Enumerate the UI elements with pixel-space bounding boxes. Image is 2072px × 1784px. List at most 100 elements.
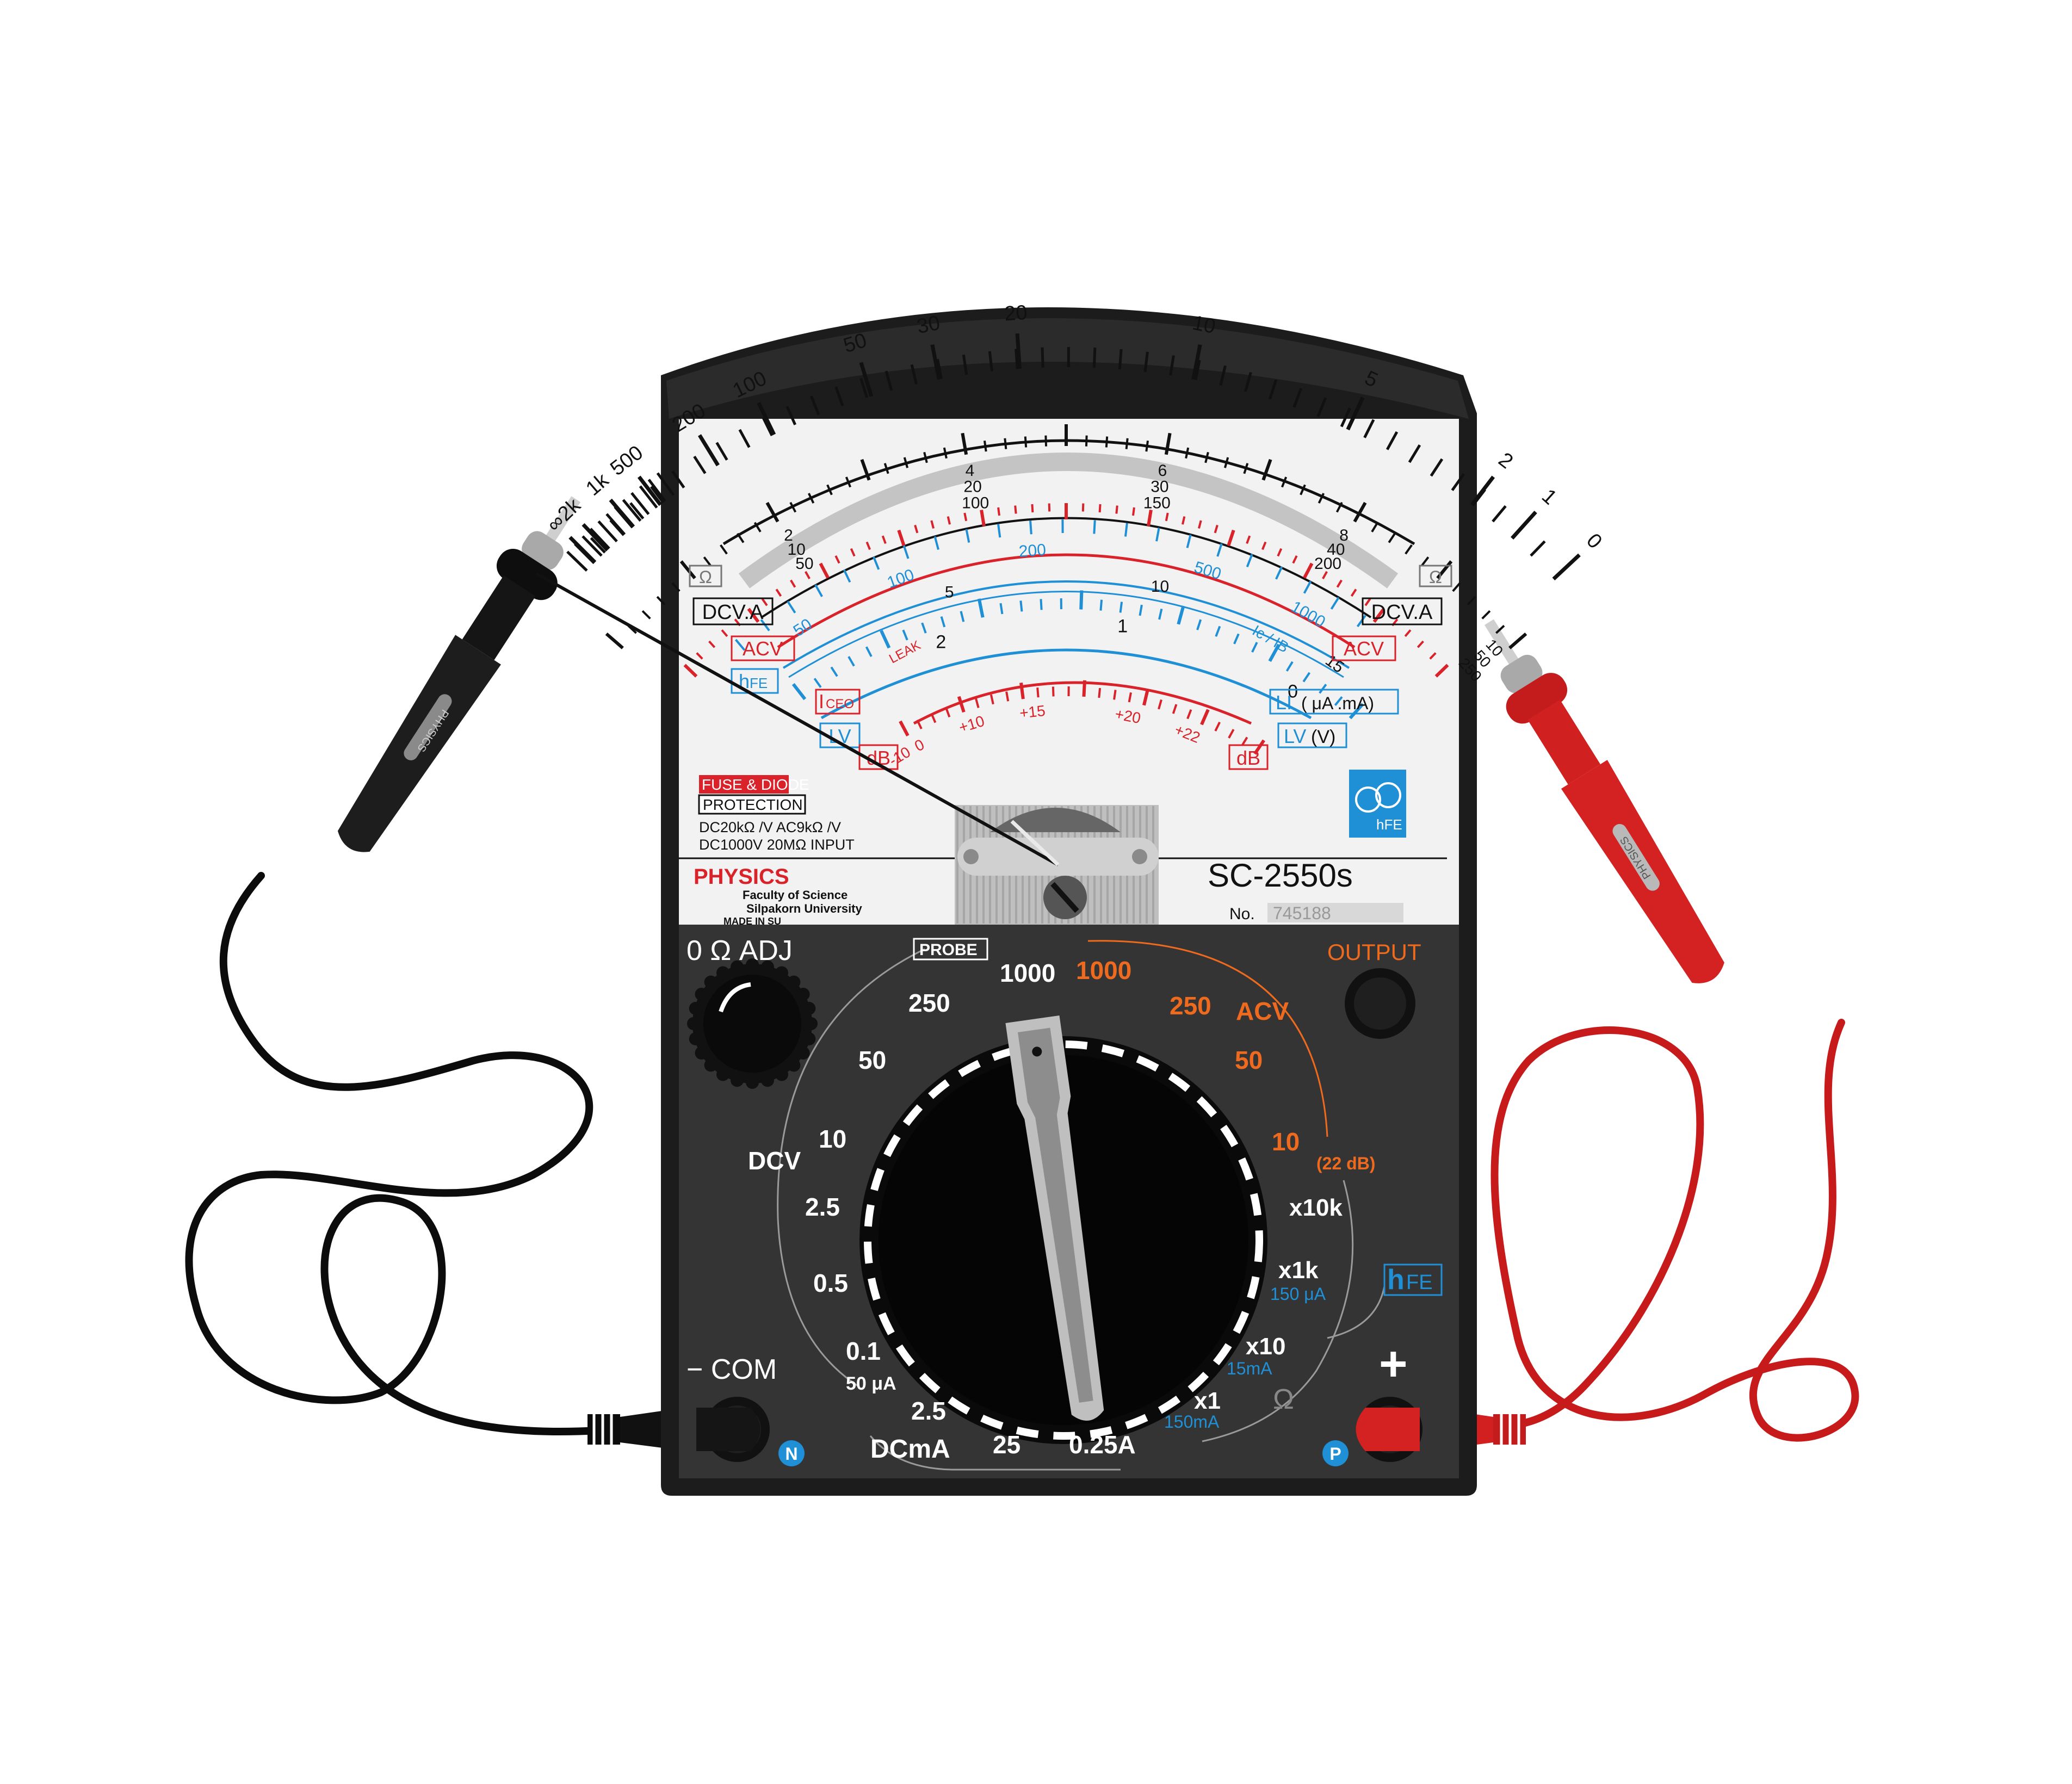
blue-tick	[735, 639, 746, 651]
acv-tick	[1303, 562, 1314, 579]
ohm-minor-tick	[834, 386, 844, 406]
ohm-dense-tick	[597, 520, 618, 543]
ohm-minor-tick	[885, 370, 893, 391]
dcv-range-0-5[interactable]: 0.5	[813, 1269, 848, 1297]
iceo-tag	[815, 689, 861, 715]
n-badge: N	[785, 1444, 797, 1464]
ohm-range-x10[interactable]: x10	[1246, 1333, 1285, 1360]
li-tick	[830, 666, 838, 677]
acv-range-labels: 1000 250 ACV 50 10 (22 dB)	[1076, 956, 1375, 1173]
ohm-minor-tick	[810, 395, 820, 416]
dcma-range-50ua[interactable]: 50 μA	[846, 1373, 896, 1394]
ohm-minor-tick	[590, 537, 606, 554]
selector-pointer[interactable]	[1005, 1015, 1116, 1424]
acv-range-50[interactable]: 50	[1235, 1046, 1263, 1074]
db-tick	[899, 720, 910, 736]
output-jack[interactable]	[1345, 968, 1415, 1039]
black-probe-label-pill	[404, 694, 452, 760]
acv-tick	[1214, 524, 1219, 534]
dcv-range-50[interactable]: 50	[858, 1046, 886, 1074]
ohm-minor-tick	[715, 442, 728, 461]
acv-range-10[interactable]: 10	[1272, 1128, 1300, 1156]
dcv-range-0-1[interactable]: 0.1	[846, 1337, 881, 1365]
hfe-range[interactable]: h FE	[1383, 1263, 1443, 1296]
output-label: OUTPUT	[1327, 939, 1421, 965]
knob-tooth	[695, 1046, 708, 1060]
range-selector-knob[interactable]	[859, 1015, 1267, 1444]
ohm-minor-tick	[1340, 407, 1351, 428]
model-name: SC-2550s	[1208, 857, 1353, 894]
meter-needle	[535, 572, 1059, 866]
knob-tooth	[689, 1002, 702, 1015]
blue-scale-ticks	[735, 519, 1366, 651]
dcv-range-250[interactable]: 250	[908, 989, 950, 1017]
dcv-range-10[interactable]: 10	[819, 1125, 846, 1153]
pivot-screw-slot	[1050, 882, 1079, 913]
acv-range-250[interactable]: 250	[1170, 992, 1211, 1020]
blue-scale-arc-inner	[788, 591, 1344, 678]
dcv-range-1000[interactable]: 1000	[1000, 959, 1055, 987]
ohm-range-arc	[1202, 1180, 1354, 1442]
acv-tick	[696, 652, 703, 660]
hfe-range-h: h	[1387, 1264, 1405, 1296]
dcv-b-label: 10	[787, 541, 805, 559]
selector-dash-ring	[864, 1040, 1263, 1440]
dcma-range-25[interactable]: 25	[993, 1430, 1020, 1459]
red-probe-finger-guard	[1506, 673, 1568, 724]
li-tick	[1099, 599, 1103, 611]
dcv-tick	[1281, 476, 1288, 488]
zero-adj-knob[interactable]	[687, 958, 818, 1089]
dcma-range-2-5[interactable]: 2.5	[911, 1397, 946, 1425]
li-tick	[940, 616, 946, 628]
dcv-tick	[1467, 596, 1476, 606]
li-tick	[880, 630, 891, 649]
red-probe-grip	[1527, 699, 1600, 785]
dcv-tick	[943, 447, 948, 459]
red-probe-label-pill	[1612, 823, 1660, 891]
com-label: − COM	[686, 1354, 777, 1385]
dcv-tick	[883, 463, 889, 474]
serial-label: No.	[1229, 905, 1255, 923]
li-scale-ticks	[791, 590, 1364, 720]
acv-tick	[1182, 516, 1186, 525]
dcv-tick	[1204, 451, 1209, 463]
dcv-tick	[1508, 632, 1527, 649]
acv-range-arc	[1087, 940, 1328, 1137]
blue-tick	[1275, 566, 1283, 580]
db-tag-right	[1228, 744, 1269, 770]
ohm-minor-tick	[1041, 347, 1044, 368]
acv-range-1000[interactable]: 1000	[1076, 956, 1131, 984]
dcv-tick	[1125, 438, 1129, 449]
li-bottom-label: 0	[1288, 681, 1298, 702]
acv-tick	[708, 640, 716, 648]
li-tick	[902, 629, 908, 641]
fuse-diode-text: FUSE & DIODE	[702, 776, 809, 793]
ohm-range-x10k[interactable]: x10k	[1289, 1194, 1343, 1221]
ohm-minor-tick	[1316, 397, 1327, 417]
acv-tag-left-label: ACV	[743, 637, 783, 660]
db-label: +15	[1019, 702, 1046, 722]
db-tick	[975, 698, 980, 708]
ohm-range-x1[interactable]: x1	[1194, 1387, 1221, 1414]
black-probe[interactable]: PHYSICS	[322, 481, 603, 866]
red-probe[interactable]: PHYSICS	[1462, 605, 1740, 997]
blue-tick	[1124, 523, 1128, 537]
dcva-tag-left	[692, 597, 774, 625]
meter-top-bezel	[666, 318, 1469, 419]
ohm-major-tick	[1511, 511, 1537, 540]
dcv-tick	[1185, 447, 1190, 459]
ohm-minor-tick	[1530, 540, 1546, 557]
dcma-range-0-25a[interactable]: 0.25A	[1069, 1430, 1136, 1459]
dcv-tick	[860, 459, 871, 481]
dcv-range-arc	[777, 948, 925, 1388]
knob-tooth	[787, 975, 801, 989]
dcv-range-labels: PROBE 1000 250 50 10 DCV 2.5 0.5 0.1	[748, 938, 1055, 1365]
dcv-c-label: 50	[795, 555, 813, 573]
blue-tick	[1330, 597, 1340, 610]
ohm-dense-tick	[656, 472, 675, 496]
ohm-label-10: 10	[1190, 312, 1217, 338]
ohm-range-x1k[interactable]: x1k	[1278, 1257, 1319, 1284]
dcv-tick	[737, 532, 745, 543]
dcv-range-2-5[interactable]: 2.5	[805, 1193, 840, 1221]
